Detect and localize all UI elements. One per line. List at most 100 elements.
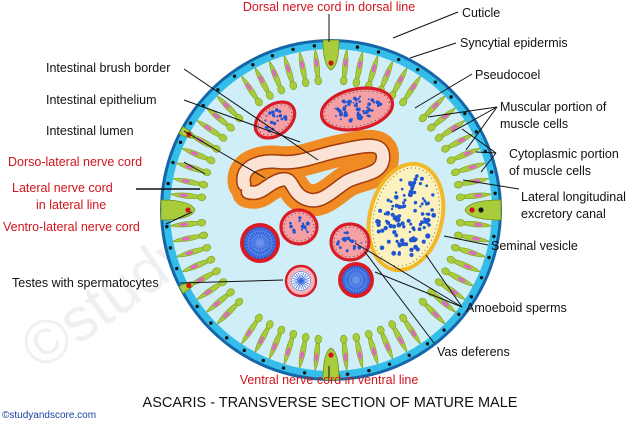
leader-lines xyxy=(136,11,520,378)
sperm xyxy=(339,246,342,250)
sperm xyxy=(300,228,304,231)
sperm xyxy=(386,220,391,225)
sperm xyxy=(271,121,274,124)
sperm xyxy=(400,187,404,191)
sperm xyxy=(409,247,414,252)
muscle-cell xyxy=(204,288,235,314)
sperm xyxy=(375,219,380,224)
sperm xyxy=(421,197,425,200)
epidermis-nucleus xyxy=(188,121,193,125)
epidermis-nucleus xyxy=(291,47,295,52)
nerve-cord xyxy=(178,281,196,294)
epidermis-nucleus xyxy=(168,246,173,250)
sperm xyxy=(268,111,272,115)
sperm xyxy=(415,174,419,178)
sperm xyxy=(278,109,282,113)
label-lateral-canal-1: Lateral longitudinal xyxy=(521,190,626,204)
sperm xyxy=(402,225,406,229)
muscle-cell xyxy=(171,231,208,243)
sperm xyxy=(275,108,279,112)
sperm xyxy=(376,104,380,107)
sperm xyxy=(352,244,357,249)
sperm xyxy=(370,98,375,102)
sperm xyxy=(302,223,305,227)
epidermis-nucleus xyxy=(449,95,453,99)
epidermis-nucleus xyxy=(469,295,474,299)
muscle-cell xyxy=(454,231,491,243)
sperm xyxy=(340,112,344,116)
muscle-cell xyxy=(215,297,244,326)
muscle-cell xyxy=(180,255,216,273)
credit-text: ©studyandscore.com xyxy=(2,410,96,421)
sperm xyxy=(388,223,394,229)
epidermis-nucleus xyxy=(367,368,371,373)
sperm xyxy=(348,99,352,104)
seminal-vesicle xyxy=(366,161,446,273)
muscle-cell xyxy=(376,325,394,361)
muscle-cell xyxy=(268,59,286,95)
sperm xyxy=(289,224,293,229)
label-ventro-lateral-nerve-cord: Ventro-lateral nerve cord xyxy=(3,220,140,234)
sperm xyxy=(385,210,391,216)
epidermis-nucleus xyxy=(232,74,237,78)
sperm xyxy=(345,100,348,103)
muscle-cell xyxy=(170,192,207,201)
muscle-cell xyxy=(254,320,274,354)
sperm xyxy=(352,247,356,251)
sperm xyxy=(408,189,414,195)
sperm xyxy=(419,205,422,208)
muscle-cell xyxy=(283,329,298,367)
sperm xyxy=(357,112,360,115)
label-dorso-lateral-nerve-cord: Dorso-lateral nerve cord xyxy=(8,155,142,169)
vas-deferens-tubule xyxy=(319,86,395,132)
epidermis-nucleus xyxy=(302,371,307,375)
sperm xyxy=(265,114,268,117)
sperm xyxy=(397,214,401,218)
muscle-cell xyxy=(171,177,208,189)
sperm xyxy=(344,101,346,104)
sperm xyxy=(339,118,342,121)
sperm xyxy=(357,97,360,100)
sperm xyxy=(376,222,381,227)
epidermis-nucleus xyxy=(242,348,246,353)
muscle-cell xyxy=(427,106,458,132)
epidermis-nucleus xyxy=(493,191,497,196)
sperm xyxy=(426,201,430,206)
sperm xyxy=(422,225,426,230)
muscle-cell xyxy=(283,53,298,91)
sperm xyxy=(423,220,427,224)
muscle-cell xyxy=(180,147,216,165)
epidermis-nucleus xyxy=(261,358,266,363)
muscle-cell xyxy=(352,50,364,87)
sperm xyxy=(358,100,362,103)
muscle-cell xyxy=(254,66,274,100)
label-intestinal-brush-border: Intestinal brush border xyxy=(46,61,170,75)
sperm xyxy=(394,203,399,208)
nerve-cord xyxy=(322,347,340,381)
epidermis-nucleus xyxy=(171,160,175,165)
sperm xyxy=(401,242,404,246)
sperm xyxy=(336,107,340,111)
testis-with-spermatocytes xyxy=(284,264,318,298)
muscle-cell xyxy=(399,74,422,107)
sperm xyxy=(363,111,366,115)
muscle-cell xyxy=(298,333,310,370)
nerve-cord xyxy=(464,199,502,221)
sperm xyxy=(342,107,347,111)
sperm xyxy=(391,250,397,256)
sperm xyxy=(356,107,360,110)
sperm xyxy=(392,216,397,221)
sperm xyxy=(420,212,425,216)
muscle-cell xyxy=(441,267,475,287)
testis-tubule xyxy=(338,262,374,298)
epidermis-nucleus xyxy=(479,275,484,280)
sperm xyxy=(419,176,424,181)
label-intestinal-lumen: Intestinal lumen xyxy=(46,124,134,138)
muscle-cells xyxy=(170,49,492,371)
label-ventral-nerve-cord: Ventral nerve cord in ventral line xyxy=(240,373,419,387)
sperm xyxy=(389,200,393,204)
muscle-cell xyxy=(174,243,212,258)
epidermis-nucleus xyxy=(224,336,229,340)
sperm xyxy=(395,239,399,243)
